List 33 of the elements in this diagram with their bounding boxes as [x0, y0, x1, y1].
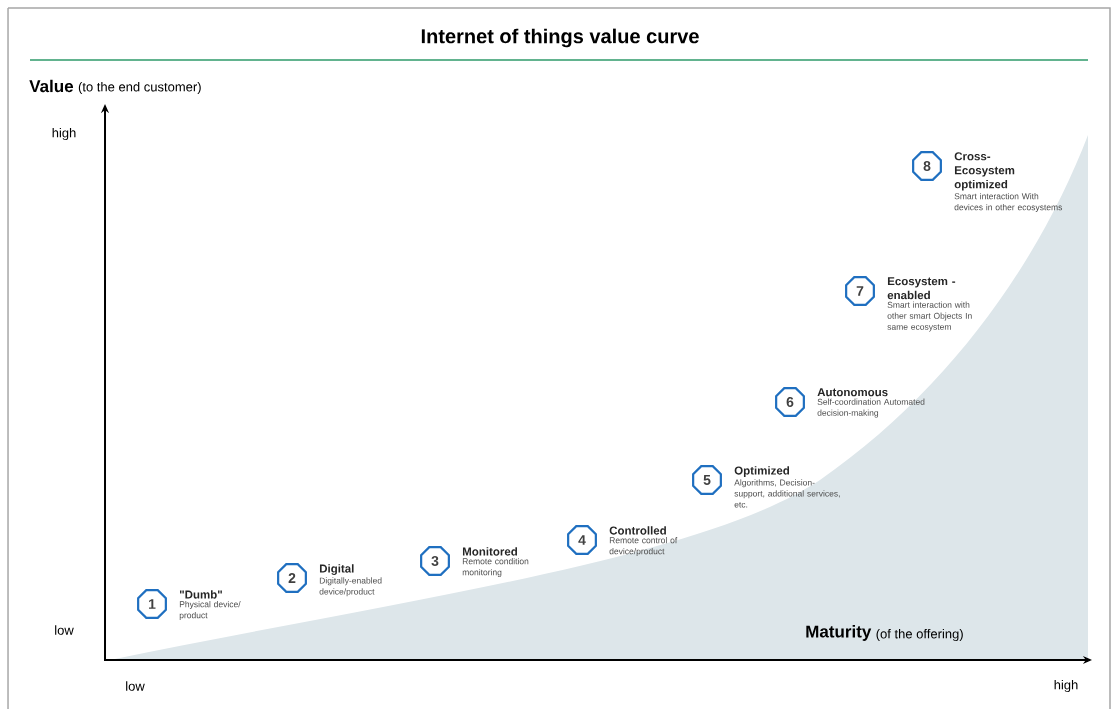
step-badge: 4: [567, 525, 597, 555]
stage-description: Smart interaction with other smart Objects In same ecosystem: [887, 301, 972, 332]
axis-tick-label: low: [55, 625, 74, 635]
stage-description: Self-coordination Automated decision-making: [817, 398, 925, 418]
stage-heading: Autonomous: [817, 388, 888, 397]
axis-title: Value: [29, 79, 74, 93]
step-badge: 7: [845, 276, 875, 306]
stage-description: Smart interaction With devices in other ecosystems: [954, 193, 1063, 212]
stage-heading: Cross- Ecosystem optimized: [954, 152, 1015, 191]
step-badge: 5: [692, 465, 722, 495]
stage-description: Digitally-enabled device/product: [319, 577, 382, 597]
stage-heading: "Dumb": [179, 590, 222, 599]
stage-description: Remote control of device/product: [609, 537, 678, 556]
stage-heading: Digital: [320, 564, 354, 575]
stage-heading: Optimized: [734, 466, 789, 477]
step-badge: 2: [277, 563, 307, 593]
step-badge: 6: [775, 387, 805, 417]
stage-description: Remote condition monitoring: [462, 558, 529, 577]
axis-note: (of the offering): [876, 628, 963, 642]
axis-tick-label: high: [52, 127, 76, 141]
step-badge: 1: [137, 589, 167, 619]
stage-heading: Ecosystem -enabled: [887, 277, 956, 300]
step-badge: 8: [912, 151, 942, 181]
stage-heading: Controlled: [609, 526, 666, 535]
stage-heading: Monitored: [462, 547, 517, 556]
axis-tick-label: low: [126, 681, 145, 691]
stage-description: Algorithms, Decision-support, additional services, etc.: [734, 479, 840, 508]
axis-title: Maturity: [806, 625, 872, 641]
stage-description: Physical device/ product: [179, 601, 241, 620]
axis-note: (to the end customer): [78, 81, 201, 95]
title: Internet of things value curve: [421, 28, 699, 48]
step-badge: 3: [420, 546, 450, 576]
axis-tick-label: high: [1054, 679, 1078, 693]
